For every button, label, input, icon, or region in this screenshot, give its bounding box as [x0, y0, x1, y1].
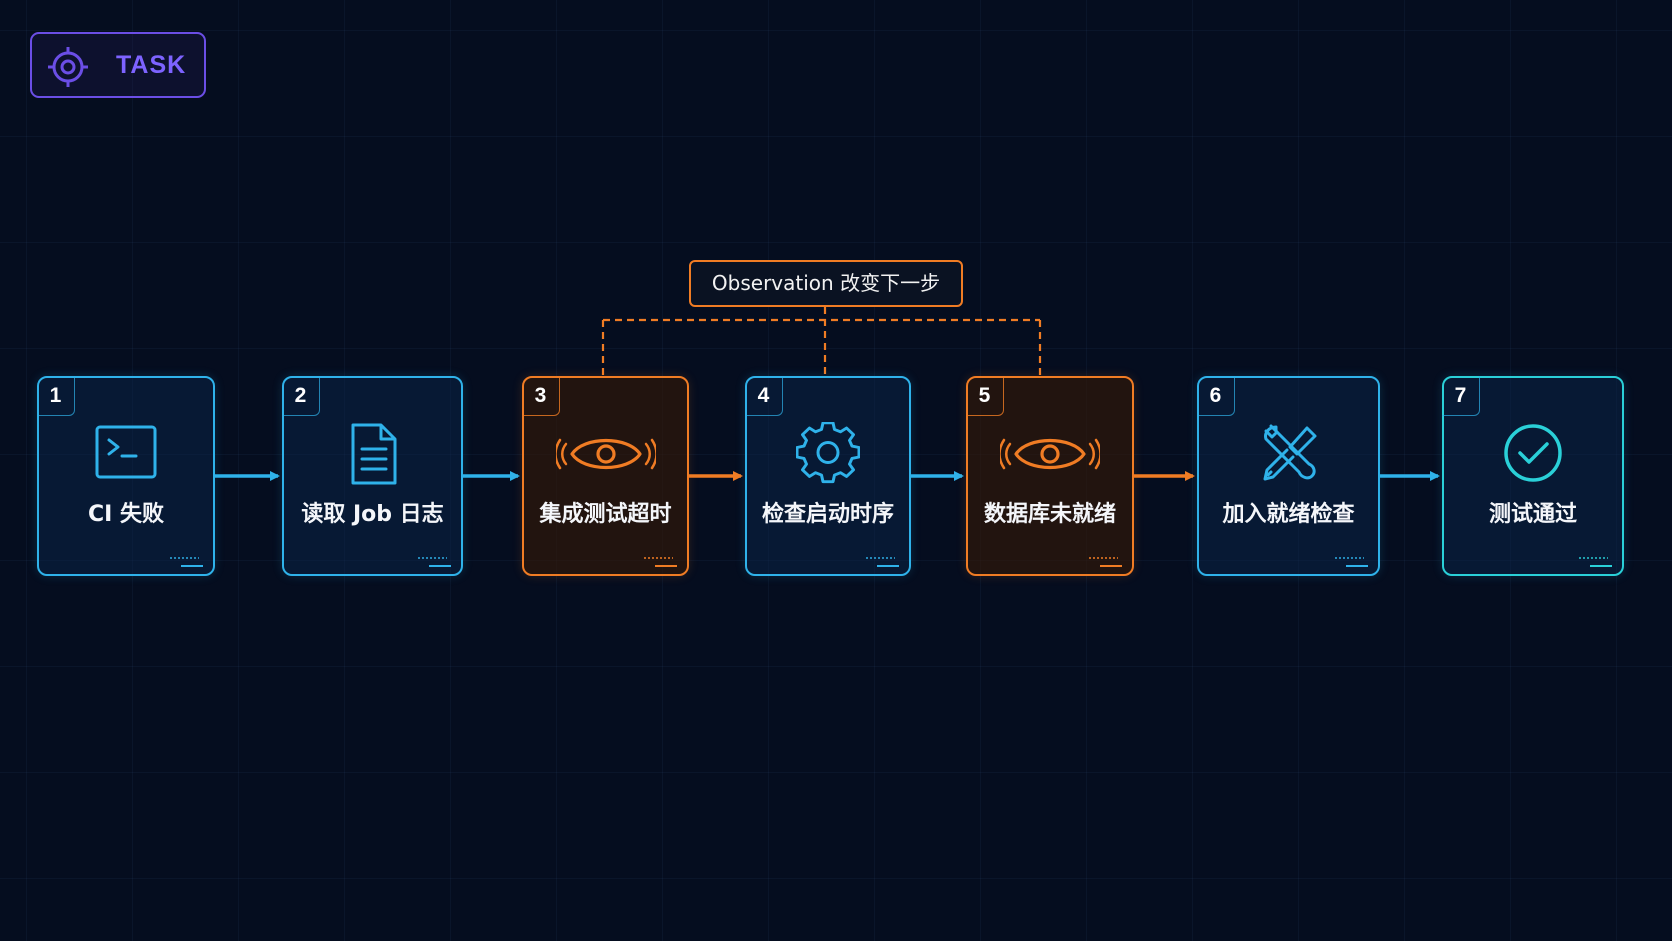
- step-7-label: 测试通过: [1488, 502, 1577, 527]
- check-circle-icon: [1504, 424, 1562, 482]
- step-7-card: 7 测试通过: [1442, 376, 1624, 576]
- step-7-number: 7: [1442, 376, 1480, 416]
- card-decoration: [637, 557, 677, 567]
- crosshair-icon: [48, 47, 88, 87]
- step-5-card: 5 数据库未就绪: [966, 376, 1134, 576]
- step-5-number: 5: [966, 376, 1004, 416]
- task-badge: TASK: [30, 32, 206, 98]
- step-2-card: 2 读取 Job 日志: [282, 376, 463, 576]
- step-2-label: 读取 Job 日志: [301, 502, 444, 527]
- step-2-number: 2: [282, 376, 320, 416]
- observation-note: Observation 改变下一步: [689, 260, 963, 307]
- step-6-card: 6 加入就绪检查: [1197, 376, 1380, 576]
- card-decoration: [411, 557, 451, 567]
- wrench-screwdriver-icon: [1263, 424, 1316, 481]
- step-1-card: 1 CI 失败: [37, 376, 215, 576]
- card-decoration: [1082, 557, 1122, 567]
- eye-icon: [555, 438, 656, 470]
- step-5-label: 数据库未就绪: [983, 502, 1116, 527]
- observation-bracket: [601, 307, 1042, 376]
- card-decoration: [1572, 557, 1612, 567]
- step-4-card: 4 检查启动时序: [745, 376, 911, 576]
- eye-icon: [1000, 438, 1100, 470]
- step-3-number: 3: [522, 376, 560, 416]
- step-1-number: 1: [37, 376, 75, 416]
- step-3-card: 3 集成测试超时: [522, 376, 689, 576]
- step-3-label: 集成测试超时: [539, 502, 672, 527]
- step-6-label: 加入就绪检查: [1222, 502, 1355, 527]
- step-4-label: 检查启动时序: [761, 502, 894, 527]
- terminal-icon: [95, 425, 157, 479]
- step-1-label: CI 失败: [88, 502, 164, 527]
- task-label: TASK: [116, 51, 187, 79]
- card-decoration: [163, 557, 203, 567]
- step-6-number: 6: [1197, 376, 1235, 416]
- card-decoration: [1328, 557, 1368, 567]
- card-decoration: [859, 557, 899, 567]
- document-icon: [351, 423, 396, 485]
- gear-icon: [796, 422, 860, 484]
- step-4-number: 4: [745, 376, 783, 416]
